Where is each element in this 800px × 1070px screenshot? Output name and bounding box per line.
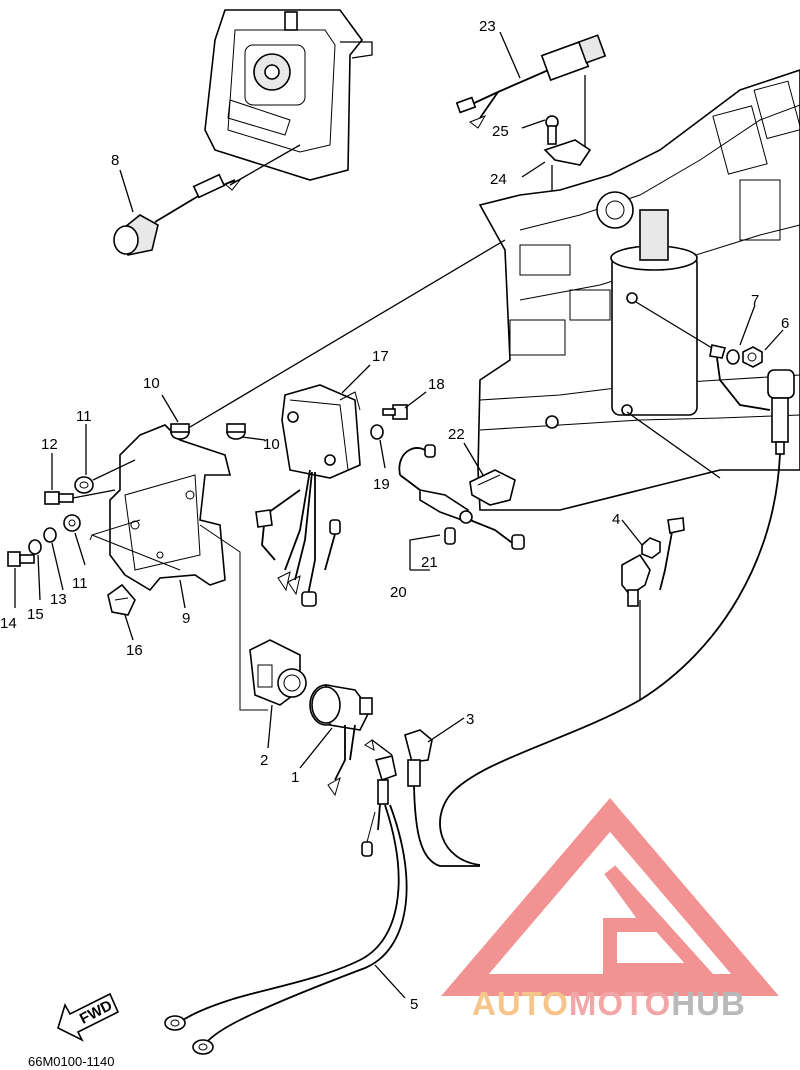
bracket-9-part [89,424,268,711]
nut-6-part [742,346,763,368]
clip-16-part [107,583,136,616]
callout-20: 20 [390,584,407,601]
callout-9: 9 [182,610,190,627]
grommet-10a-part [170,423,190,440]
callout-12: 12 [41,436,58,453]
callout-4: 4 [612,511,620,528]
fwd-arrow-icon [57,992,120,1042]
nut-4-part [621,517,685,700]
callout-23: 23 [479,18,496,35]
callout-3: 3 [466,711,474,728]
callout-16: 16 [126,642,143,659]
callout-15: 15 [27,606,44,623]
washer-19-part [370,424,384,440]
callout-25: 25 [492,123,509,140]
holder-2-part [249,639,307,706]
bolt-14-part [7,551,35,567]
grommet-11a-part [74,459,136,494]
callout-2: 2 [260,752,268,769]
callout-24: 24 [490,171,507,188]
bolt-18-part [382,404,408,420]
watermark-text-hub: HUB [671,985,746,1022]
callout-21: 21 [421,554,438,571]
grommet-10b-part [226,423,246,440]
engine-block-part [477,69,800,511]
callout-22: 22 [448,426,465,443]
grommet-11b-part [63,514,81,532]
boot-3-center-part [361,729,480,867]
callout-7: 7 [751,292,759,309]
callout-11a: 11 [76,408,92,425]
callout-13: 13 [50,591,67,608]
washer-15-part [28,539,42,555]
leader-lines [14,31,784,999]
callout-6: 6 [781,315,789,332]
cover-part [204,9,373,181]
callout-10b: 10 [263,436,280,453]
watermark-text-auto: AUTO [472,985,569,1022]
boot-3-right-part [439,369,795,866]
callout-18: 18 [428,376,445,393]
callout-17: 17 [372,348,389,365]
leader-10-line [184,239,506,431]
starter-relay-1-part [309,684,373,797]
battery-cable-5-part [164,804,408,1055]
callout-14: 14 [0,615,17,632]
washer-7-part [635,301,771,411]
watermark-text: AUTOMOTOHUB [472,985,746,1023]
drawing-code: 66M0100-1140 [28,1054,115,1069]
relay-22-part [469,469,516,506]
watermark-logo-icon [441,798,779,996]
washer-13-part [43,527,57,543]
fuse-holder-20-part [398,444,525,570]
bolt-12-part [44,489,116,505]
watermark-text-moto: MOTO [568,985,672,1022]
callout-8: 8 [111,152,119,169]
sender-23-part [455,34,607,148]
callout-1: 1 [291,769,299,786]
sensor-8-part [113,144,301,256]
callout-19: 19 [373,476,390,493]
rectifier-17-part [255,384,361,607]
callout-11b: 11 [72,575,88,592]
callout-5: 5 [410,996,418,1013]
callout-10a: 10 [143,375,160,392]
